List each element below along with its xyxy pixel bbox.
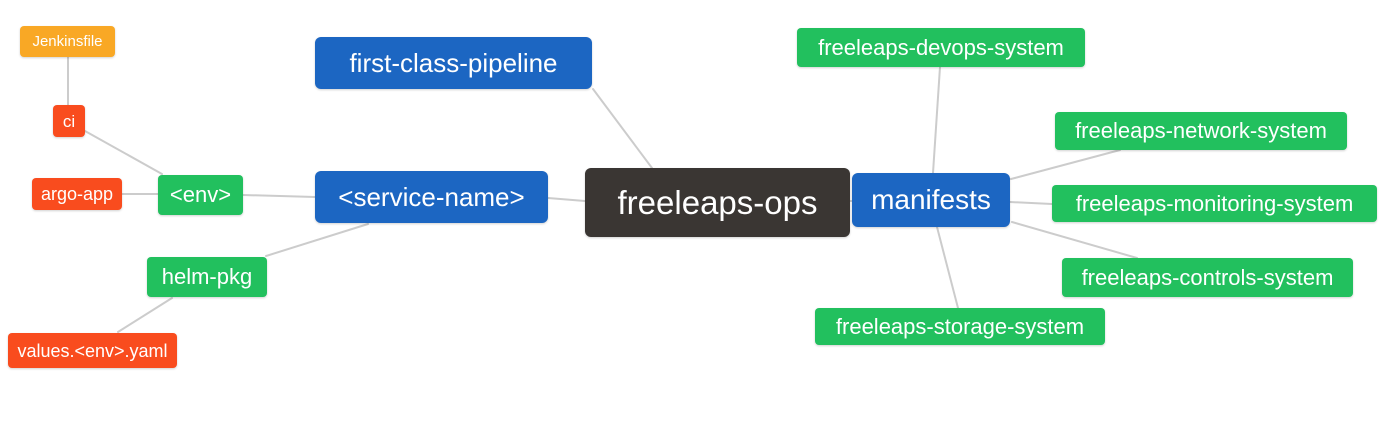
node-ci[interactable]: ci [53, 105, 85, 137]
edge-pipeline-ops [592, 88, 653, 169]
node-freeleaps-storage-system[interactable]: freeleaps-storage-system [815, 308, 1105, 345]
node-values-env-yaml[interactable]: values.<env>.yaml [8, 333, 177, 368]
edge-manifests-controls [1011, 221, 1138, 259]
edge-manifests-network [1010, 149, 1121, 180]
node-env[interactable]: <env> [158, 175, 243, 215]
node-freeleaps-controls-system[interactable]: freeleaps-controls-system [1062, 258, 1353, 297]
node-jenkinsfile[interactable]: Jenkinsfile [20, 26, 115, 57]
edge-manifests-monitoring [1009, 201, 1053, 205]
node-freeleaps-network-system[interactable]: freeleaps-network-system [1055, 112, 1347, 150]
node-freeleaps-devops-system[interactable]: freeleaps-devops-system [797, 28, 1085, 67]
node-service-name[interactable]: <service-name> [315, 171, 548, 223]
edge-env-service-name [242, 194, 316, 198]
node-helm-pkg[interactable]: helm-pkg [147, 257, 267, 297]
edge-ci-env [84, 130, 163, 175]
edge-service-name-ops [547, 197, 586, 202]
edge-manifests-devops [932, 66, 941, 174]
node-freeleaps-ops[interactable]: freeleaps-ops [585, 168, 850, 237]
edge-values-helm-pkg [117, 297, 173, 333]
node-freeleaps-monitoring-system[interactable]: freeleaps-monitoring-system [1052, 185, 1377, 222]
edge-helm-pkg-service-name [265, 223, 369, 257]
node-manifests[interactable]: manifests [852, 173, 1010, 227]
edge-manifests-storage [936, 226, 959, 309]
node-argo-app[interactable]: argo-app [32, 178, 122, 210]
node-first-class-pipeline[interactable]: first-class-pipeline [315, 37, 592, 89]
